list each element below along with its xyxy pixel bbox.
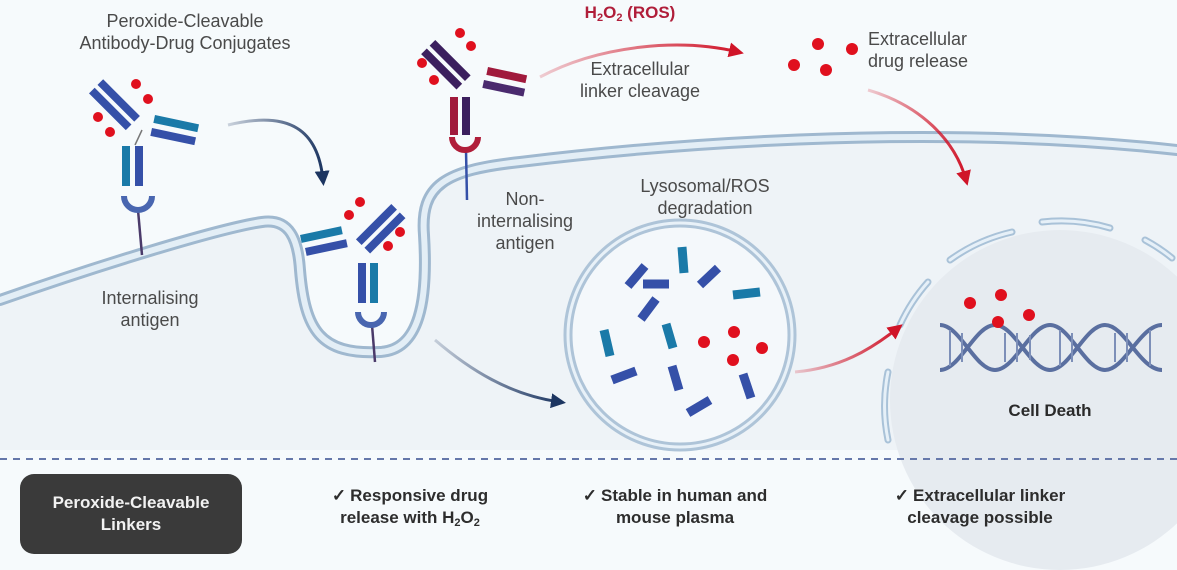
badge-line1: Peroxide-Cleavable <box>52 493 210 512</box>
feature-1-line1: Responsive drug <box>350 486 489 505</box>
check-icon: ✓ <box>331 486 347 505</box>
internalising-line2: antigen <box>120 310 180 330</box>
h2o2-o: O <box>603 3 617 22</box>
feature-1-o: O <box>460 508 474 527</box>
cell-death-label: Cell Death <box>1008 401 1092 420</box>
cell-membrane <box>0 131 1177 359</box>
non-internalising-line2: internalising <box>476 211 574 231</box>
feature-1-line2-text: release with H <box>340 508 455 527</box>
h2o2-h: H <box>584 3 597 22</box>
feature-extracellular-cleavage: ✓Extracellular linker cleavage possible <box>870 485 1090 529</box>
adc-title-line1: Peroxide-Cleavable <box>106 11 264 31</box>
extracellular-cleavage-line1: Extracellular <box>590 59 690 79</box>
non-internalising-line3: antigen <box>495 233 555 253</box>
extracellular-cleavage-arrow <box>539 42 744 79</box>
h2o2-suffix: (ROS) <box>622 3 676 22</box>
check-icon: ✓ <box>582 486 597 505</box>
lysosomal-line1: Lysosomal/ROS <box>640 176 770 196</box>
check-icon: ✓ <box>894 486 910 505</box>
extracellular-cleavage-label: Extracellular linker cleavage <box>565 58 715 102</box>
extracellular-cleavage-line2: linker cleavage <box>579 81 701 101</box>
feature-3-line1: Extracellular linker <box>913 486 1066 505</box>
nucleus <box>881 217 1177 570</box>
h2o2-sub1: 2 <box>596 12 604 24</box>
feature-2-line2: mouse plasma <box>615 508 735 527</box>
feature-1-sub2: 2 <box>473 517 480 529</box>
nucleus-entry-arrow <box>794 324 903 374</box>
non-internalising-line1: Non- <box>505 189 545 209</box>
internalisation-arrow <box>227 118 330 186</box>
internalising-antigen-label: Internalising antigen <box>85 287 215 331</box>
lysosomal-line2: degradation <box>657 198 753 218</box>
adc-title-line2: Antibody-Drug Conjugates <box>79 33 291 53</box>
internalising-line1: Internalising <box>101 288 199 308</box>
antibody-drug-conjugate-1 <box>89 79 200 256</box>
feature-3-line2: cleavage possible <box>907 508 1053 527</box>
nucleus-drug-payloads <box>964 289 1035 328</box>
h2o2-ros-label: H2O2 (ROS) <box>560 2 700 29</box>
non-internalising-antigen-label: Non- internalising antigen <box>470 188 580 254</box>
lysosome-arrow <box>434 338 566 409</box>
adc-title: Peroxide-Cleavable Antibody-Drug Conjuga… <box>60 10 310 54</box>
antibody-drug-conjugate-2 <box>300 197 406 363</box>
badge-line2: Linkers <box>100 515 162 534</box>
extracellular-drug-payloads <box>788 38 858 76</box>
peroxide-cleavable-linkers-badge: Peroxide-Cleavable Linkers <box>20 474 242 554</box>
lysosomal-degradation-label: Lysosomal/ROS degradation <box>620 175 790 219</box>
antibody-drug-conjugate-3 <box>417 28 528 201</box>
dna-helix-icon <box>939 322 1163 373</box>
feature-plasma-stability: ✓Stable in human and mouse plasma <box>570 485 780 529</box>
extracellular-release-label: Extracellular drug release <box>868 28 998 72</box>
feature-2-line1: Stable in human and <box>601 486 768 505</box>
feature-responsive-release: ✓Responsive drug release with H2O2 <box>310 485 510 534</box>
drug-release-arrow <box>867 88 971 186</box>
extracellular-release-line1: Extracellular <box>868 29 968 49</box>
extracellular-release-line2: drug release <box>868 51 969 71</box>
lysosome-drug-payloads <box>698 326 768 366</box>
h2o2-sub2: 2 <box>616 12 623 24</box>
lysosome <box>563 218 797 452</box>
feature-1-sub1: 2 <box>454 517 461 529</box>
antibody-fragments <box>599 246 761 417</box>
feature-1-line2: release with H2O2 <box>310 507 510 534</box>
